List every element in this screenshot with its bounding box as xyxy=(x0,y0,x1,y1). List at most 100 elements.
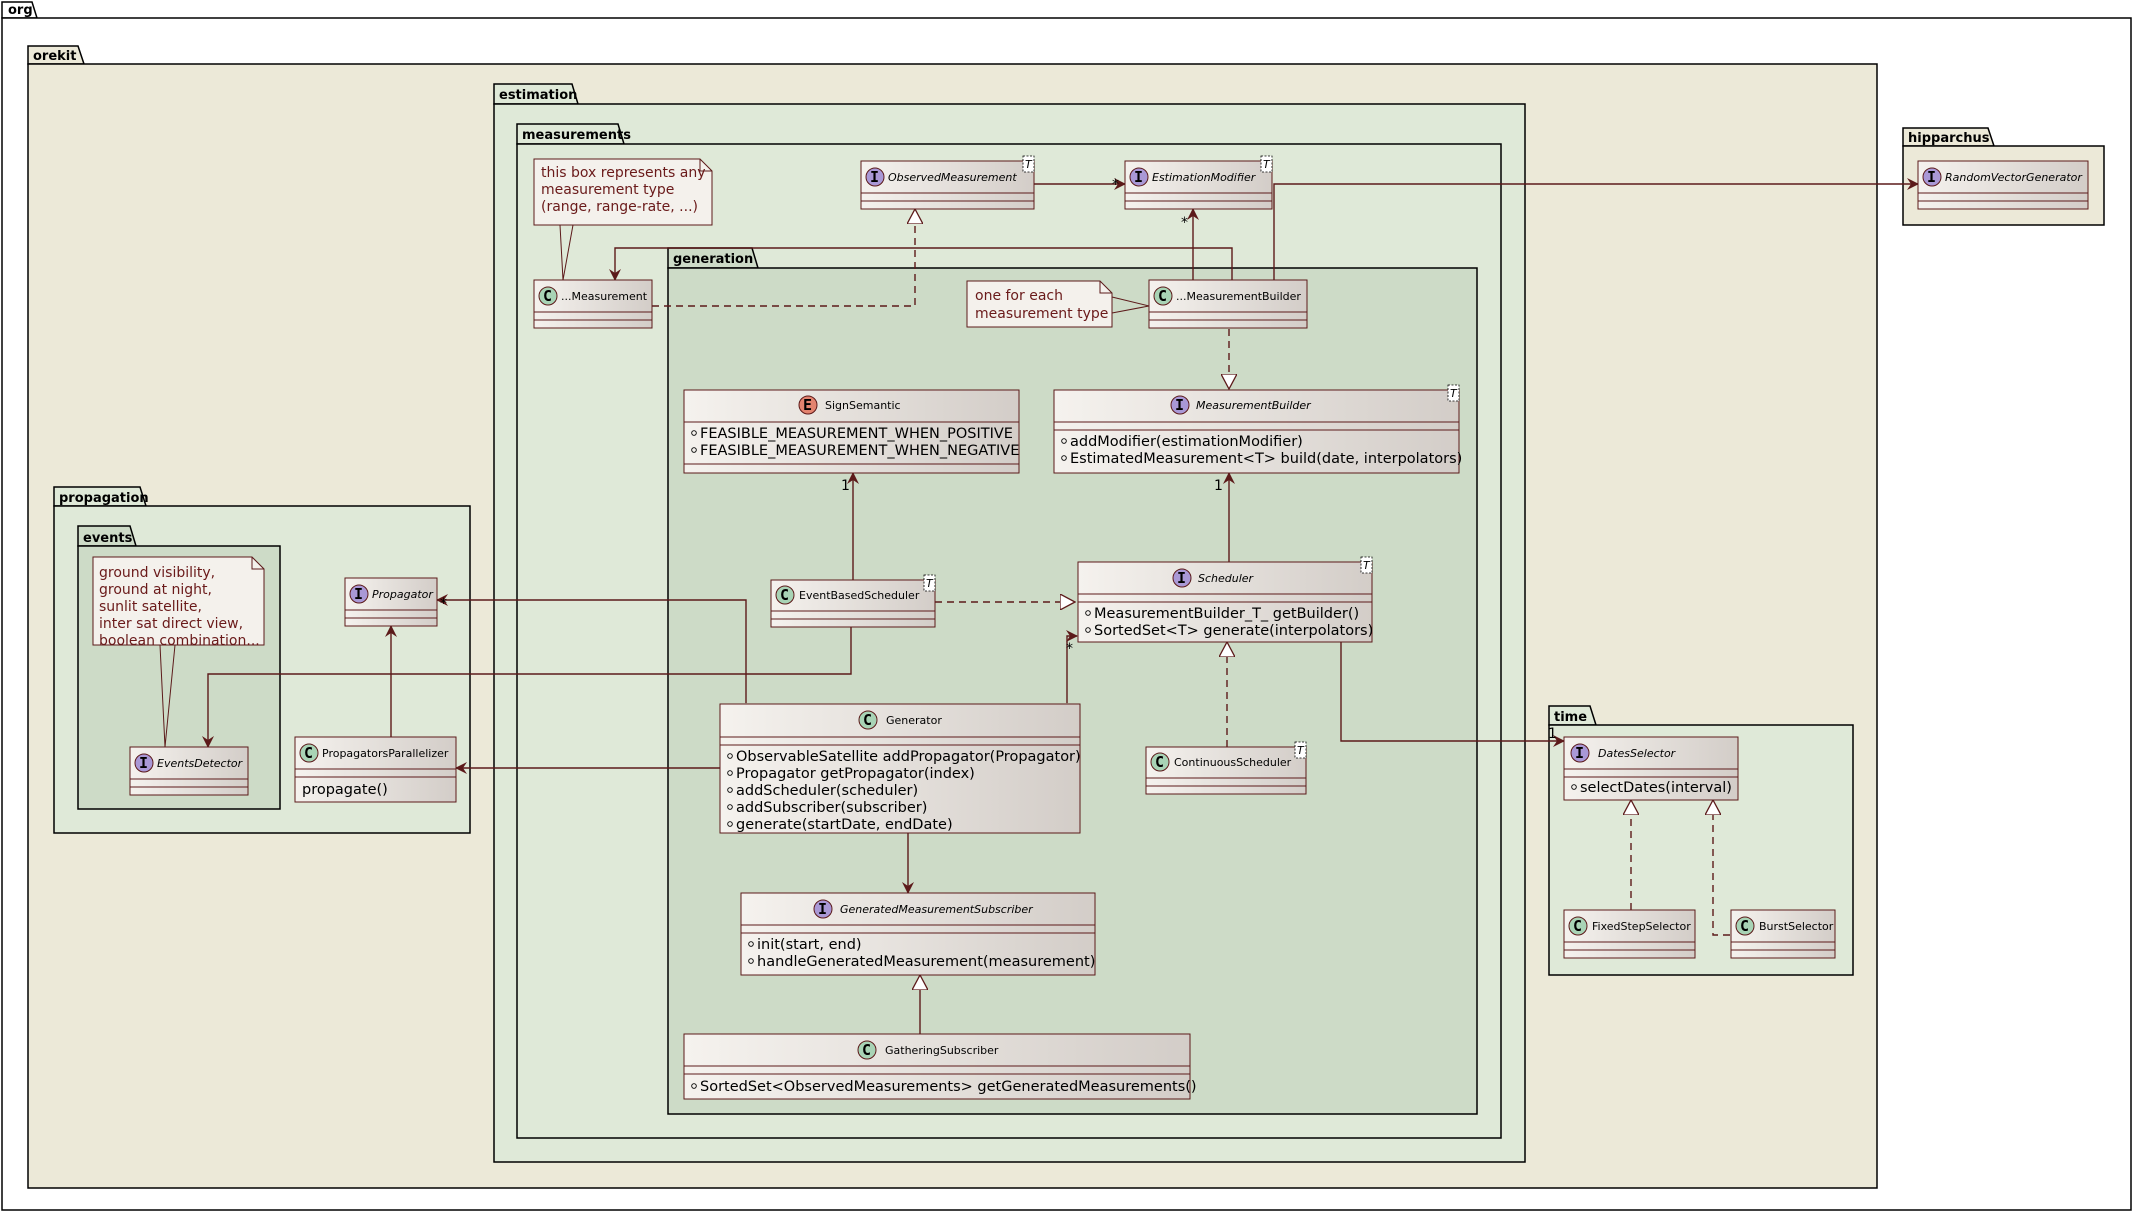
class-name: GatheringSubscriber xyxy=(885,1044,999,1057)
class-scheduler[interactable]: I Scheduler T MeasurementBuilder_T_ getB… xyxy=(1077,556,1373,643)
class-name: ContinuousScheduler xyxy=(1174,756,1292,769)
edge-generator-propagator xyxy=(436,594,751,721)
class-generated-measurement-subscriber[interactable]: I GeneratedMeasurementSubscriber init(st… xyxy=(740,892,1096,976)
svg-text:C: C xyxy=(543,287,552,305)
svg-text:I: I xyxy=(1575,744,1584,762)
interface-icon xyxy=(349,584,369,604)
package-label-time: time xyxy=(1554,710,1587,725)
interface-icon xyxy=(865,167,885,187)
multiplicity-modifier: * xyxy=(1112,177,1119,193)
svg-text:I: I xyxy=(354,585,363,603)
svg-text:I: I xyxy=(1177,569,1186,587)
method: generate(startDate, endDate) xyxy=(736,817,953,833)
class-estimation-modifier[interactable]: I EstimationModifier T xyxy=(1124,155,1273,210)
package-label-org: org xyxy=(8,3,33,18)
svg-text:C: C xyxy=(1740,917,1749,935)
note-builder-line-2: measurement type xyxy=(975,306,1108,322)
class-continuous-scheduler[interactable]: C ContinuousScheduler T xyxy=(1145,741,1307,795)
method: addScheduler(scheduler) xyxy=(736,783,918,799)
svg-text:C: C xyxy=(304,744,313,762)
method: ObservableSatellite addPropagator(Propag… xyxy=(736,749,1081,765)
enum-icon xyxy=(798,395,818,415)
note-events-line-5: boolean combination... xyxy=(99,633,260,649)
class-fixed-step-selector[interactable]: C FixedStepSelector xyxy=(1563,909,1696,959)
class-propagator[interactable]: I Propagator xyxy=(344,577,438,627)
class-name: BurstSelector xyxy=(1759,920,1834,933)
edge-burst-dates xyxy=(1713,800,1730,936)
class-propagators-parallelizer[interactable]: C PropagatorsParallelizer propagate() xyxy=(294,736,457,803)
type-parameter: T xyxy=(1025,158,1033,171)
note-events-line-1: ground visibility, xyxy=(99,565,215,581)
class-name: DatesSelector xyxy=(1598,747,1677,760)
note-builder: one for each measurement type xyxy=(966,280,1113,328)
class-sign-semantic[interactable]: E SignSemantic FEASIBLE_MEASUREMENT_WHEN… xyxy=(683,389,1020,474)
class-measurement[interactable]: C ...Measurement xyxy=(533,279,653,329)
svg-text:I: I xyxy=(1134,168,1143,186)
class-measurement-builder-impl[interactable]: C ...MeasurementBuilder xyxy=(1148,279,1308,329)
type-parameter: T xyxy=(1263,158,1271,171)
package-label-measurements: measurements xyxy=(522,128,631,143)
class-icon xyxy=(775,585,795,605)
class-icon xyxy=(299,743,319,763)
method: init(start, end) xyxy=(757,937,862,953)
method: MeasurementBuilder_T_ getBuilder() xyxy=(1094,606,1359,622)
multiplicity-sign: 1 xyxy=(841,478,850,494)
class-icon xyxy=(858,710,878,730)
edge-builderimpl-random xyxy=(1273,178,1919,290)
class-events-detector[interactable]: I EventsDetector xyxy=(129,746,249,796)
interface-icon xyxy=(1570,743,1590,763)
method: SortedSet<T> generate(interpolators) xyxy=(1094,623,1373,639)
class-name: EventBasedScheduler xyxy=(799,589,920,602)
note-builder-line-1: one for each xyxy=(975,288,1063,304)
class-name: ...Measurement xyxy=(561,290,648,303)
class-gathering-subscriber[interactable]: C GatheringSubscriber SortedSet<Observed… xyxy=(683,1033,1197,1100)
class-random-vector-generator[interactable]: I RandomVectorGenerator xyxy=(1917,160,2089,210)
class-name: ObservedMeasurement xyxy=(888,171,1017,184)
method: EstimatedMeasurement<T> build(date, inte… xyxy=(1070,451,1462,467)
enum-constant: FEASIBLE_MEASUREMENT_WHEN_NEGATIVE xyxy=(700,443,1019,459)
class-generator[interactable]: C Generator ObservableSatellite addPropa… xyxy=(719,703,1081,834)
interface-icon xyxy=(1172,568,1192,588)
class-icon xyxy=(1568,916,1588,936)
type-parameter: T xyxy=(1363,559,1371,572)
method: addModifier(estimationModifier) xyxy=(1070,434,1303,450)
class-observed-measurement[interactable]: I ObservedMeasurement T xyxy=(860,155,1035,210)
method: handleGeneratedMeasurement(measurement) xyxy=(757,954,1095,970)
package-label-estimation: estimation xyxy=(499,88,577,103)
class-name: EventsDetector xyxy=(157,757,244,770)
note-measurement-line-3: (range, range-rate, ...) xyxy=(541,199,698,215)
class-icon xyxy=(538,286,558,306)
svg-text:C: C xyxy=(863,711,872,729)
type-parameter: T xyxy=(1297,744,1305,757)
package-label-generation: generation xyxy=(673,252,753,267)
multiplicity-builder: 1 xyxy=(1214,478,1223,494)
method: propagate() xyxy=(302,782,388,798)
class-name: FixedStepSelector xyxy=(1592,920,1691,933)
svg-text:E: E xyxy=(803,396,812,414)
class-measurement-builder[interactable]: I MeasurementBuilder T addModifier(estim… xyxy=(1053,384,1462,474)
class-name: Generator xyxy=(886,714,942,727)
class-name: MeasurementBuilder xyxy=(1196,399,1312,412)
type-parameter: T xyxy=(926,577,934,590)
class-name: RandomVectorGenerator xyxy=(1945,171,2083,184)
note-events: ground visibility, ground at night, sunl… xyxy=(92,556,265,649)
svg-text:C: C xyxy=(1155,753,1164,771)
class-name: GeneratedMeasurementSubscriber xyxy=(840,903,1034,916)
edges xyxy=(159,178,1919,1034)
svg-text:I: I xyxy=(818,900,827,918)
edge-generator-scheduler xyxy=(1062,630,1078,721)
method: selectDates(interval) xyxy=(1580,780,1732,796)
class-burst-selector[interactable]: C BurstSelector xyxy=(1730,909,1836,959)
svg-text:C: C xyxy=(862,1041,871,1059)
interface-icon xyxy=(813,899,833,919)
svg-text:I: I xyxy=(1175,396,1184,414)
package-label-orekit: orekit xyxy=(33,49,76,64)
class-icon xyxy=(1150,752,1170,772)
class-dates-selector[interactable]: I DatesSelector selectDates(interval) xyxy=(1563,736,1739,801)
package-label-propagation: propagation xyxy=(59,491,149,506)
package-generation: generation xyxy=(667,247,1478,1115)
svg-text:C: C xyxy=(1158,287,1167,305)
interface-icon xyxy=(1922,167,1942,187)
class-event-based-scheduler[interactable]: C EventBasedScheduler T xyxy=(770,574,936,628)
class-name: PropagatorsParallelizer xyxy=(322,747,449,760)
